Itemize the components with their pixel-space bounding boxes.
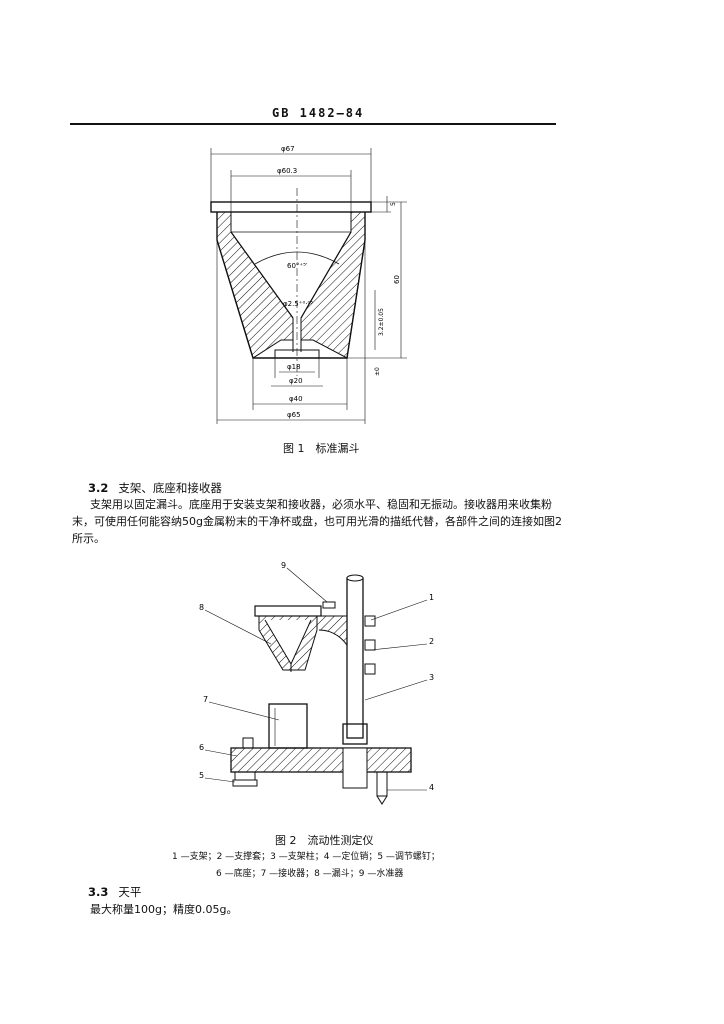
paragraph-line: 所示。 — [72, 532, 105, 545]
dim-h5: 5 — [390, 202, 397, 206]
figure-1-caption: 图 1 标准漏斗 — [283, 442, 360, 455]
section-3-3-paragraph: 最大称量100g；精度0.05g。 — [90, 903, 238, 916]
dim-d18: φ18 — [287, 363, 301, 371]
section-3-2-paragraph: 支架用以固定漏斗。底座用于安装支架和接收器，必须水平、稳固和无振动。接收器用来收… — [72, 496, 568, 547]
dim-angle: 60°⁺⁵′ — [287, 262, 308, 270]
figure-2-caption: 图 2 流动性测定仪 — [275, 834, 374, 847]
figure-2-apparatus-drawing: 9 8 1 2 3 7 6 5 4 — [199, 561, 434, 805]
section-title: 天平 — [118, 885, 142, 899]
dim-h60: 60 — [393, 275, 401, 284]
dim-side1: 3.2±0.05 — [378, 308, 385, 336]
paragraph-line: 末，可使用任何能容纳50g金属粉末的干净杯或盘，也可用光滑的描纸代替，各部件之间… — [72, 515, 562, 528]
section-title: 支架、底座和接收器 — [118, 481, 222, 495]
standard-header: GB 1482—84 — [272, 106, 365, 120]
callout-9: 9 — [281, 561, 286, 570]
dim-d65: φ65 — [287, 411, 301, 419]
dim-side2: ±0 — [374, 367, 381, 376]
callout-3: 3 — [429, 673, 434, 682]
section-3-3-heading: 3.3 天平 — [88, 884, 141, 900]
callout-8: 8 — [199, 603, 204, 612]
paragraph-line: 支架用以固定漏斗。底座用于安装支架和接收器，必须水平、稳固和无振动。接收器用来收… — [90, 498, 552, 511]
callout-1: 1 — [429, 593, 434, 602]
callout-6: 6 — [199, 743, 204, 752]
dim-d60: φ60.3 — [277, 167, 297, 175]
callout-2: 2 — [429, 637, 434, 646]
figure-2-legend-line-1: 1 —支架；2 —支撑套；3 —支架柱；4 —定位销；5 —调节螺钉； — [172, 852, 440, 862]
dim-d67: φ67 — [281, 145, 295, 153]
dim-d20: φ20 — [289, 377, 303, 385]
figure-1-funnel-drawing: 60°⁺⁵′ φ2.5⁺⁰·⁰⁵ φ67 φ60.3 60 5 3.2±0.05… — [210, 145, 407, 424]
section-number: 3.3 — [88, 885, 109, 899]
figure-2-legend-line-2: 6 —底座；7 —接收器；8 —漏斗；9 —水准器 — [216, 869, 404, 879]
header-rule — [70, 123, 556, 125]
dim-d40: φ40 — [289, 395, 303, 403]
callout-7: 7 — [203, 695, 208, 704]
callout-5: 5 — [199, 771, 204, 780]
callout-4: 4 — [429, 783, 434, 792]
section-number: 3.2 — [88, 481, 109, 495]
dim-bore: φ2.5⁺⁰·⁰⁵ — [283, 300, 313, 308]
section-3-2-heading: 3.2 支架、底座和接收器 — [88, 480, 222, 496]
